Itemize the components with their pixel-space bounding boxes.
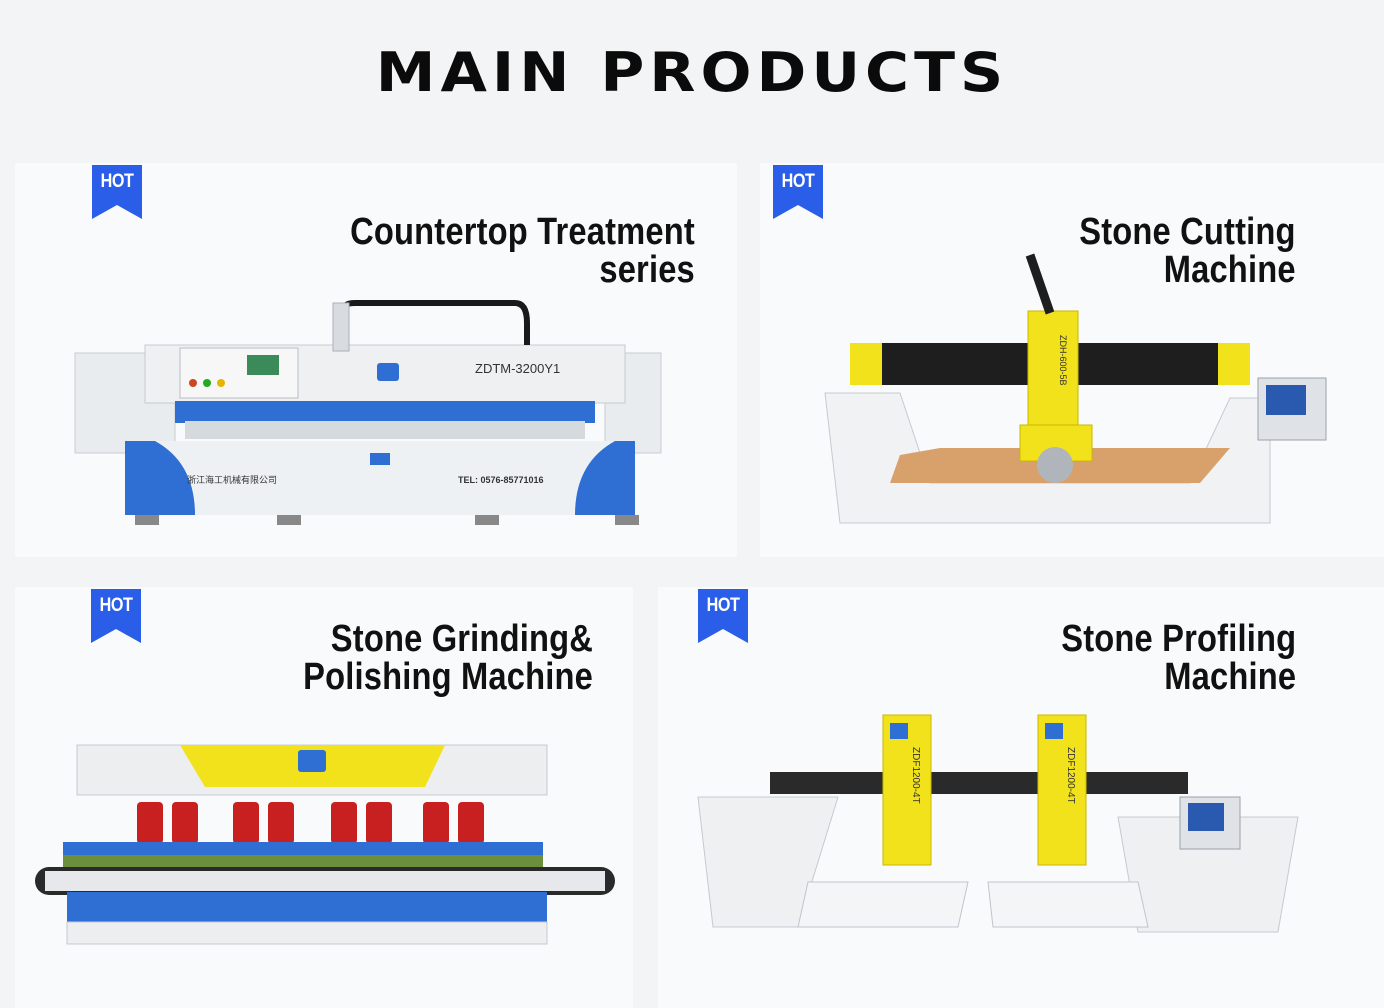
product-card-stone-cutting[interactable]: HOT Stone Cutting Machine ZDH-600-5B (760, 163, 1384, 557)
product-card-countertop[interactable]: HOT Countertop Treatment series ZDTM-320… (15, 163, 737, 557)
profiling-machine-image: ZDF1200-4T ZDF1200-4T (697, 714, 1299, 933)
hot-badge: HOT (773, 165, 823, 219)
product-title: Countertop Treatment series (350, 211, 695, 291)
product-title: Stone Cutting Machine (1079, 211, 1296, 291)
svg-text:ZDF1200-4T: ZDF1200-4T (1065, 747, 1076, 804)
svg-text:TEL: 0576-85771016: TEL: 0576-85771016 (458, 475, 544, 485)
product-card-profiling[interactable]: HOT Stone Profiling Machine ZDF1200-4T Z… (658, 587, 1384, 1008)
hot-badge: HOT (698, 589, 748, 643)
hot-badge: HOT (91, 589, 141, 643)
svg-text:ZDTM-3200Y1: ZDTM-3200Y1 (475, 361, 560, 376)
grinding-machine-image (35, 744, 615, 945)
svg-text:浙江海工机械有限公司: 浙江海工机械有限公司 (187, 474, 277, 485)
product-card-grinding-polishing[interactable]: HOT Stone Grinding& Polishing Machine (15, 587, 633, 1008)
product-title: Stone Profiling Machine (1061, 618, 1296, 698)
svg-text:ZDH-600-5B: ZDH-600-5B (1058, 335, 1068, 386)
svg-text:ZDF1200-4T: ZDF1200-4T (910, 747, 921, 804)
countertop-machine-image: ZDTM-3200Y1 浙江海工机械有限公司 TEL: 0576-8577101… (74, 300, 662, 525)
hot-badge: HOT (92, 165, 142, 219)
cutting-machine-image: ZDH-600-5B (824, 253, 1327, 524)
page-title: MAIN PRODUCTS (375, 41, 1009, 105)
product-title: Stone Grinding& Polishing Machine (303, 618, 593, 698)
